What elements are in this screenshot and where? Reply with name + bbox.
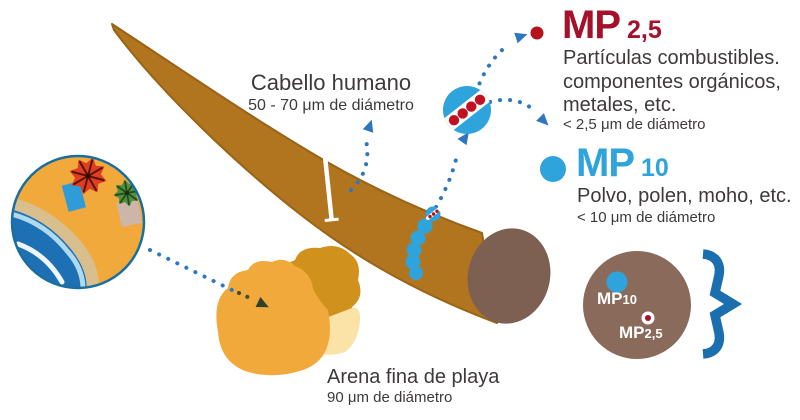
- mp25-abbr: MP: [562, 3, 621, 47]
- mp10-size: 10: [641, 154, 669, 182]
- red-umbrella-icon: [69, 157, 107, 195]
- curly-brace-icon: [702, 249, 743, 359]
- comparison-circle: [583, 251, 691, 359]
- arrowhead: [362, 119, 374, 133]
- hair-cross-section: [467, 228, 551, 324]
- hair-title: Cabello humano: [250, 70, 412, 95]
- beach-circle-outline: [10, 154, 146, 290]
- mp10-bullet-icon: [540, 156, 566, 182]
- hair-diameter-mark: [316, 146, 339, 223]
- arrowhead: [457, 132, 469, 146]
- mp25-specks-mini: [426, 208, 440, 220]
- mp25-size: 2,5: [627, 16, 662, 44]
- blue-towel: [61, 181, 87, 212]
- hair-subtitle: 50 - 70 μm de diámetro: [248, 97, 414, 114]
- hair-shaft: [111, 23, 498, 324]
- dotted-arrow-beach-to-sand: [148, 248, 269, 308]
- sand-grain-front: [216, 259, 330, 376]
- mp25-diameter: < 2,5 μm de diámetro: [563, 116, 706, 133]
- comparison-mp25-label: MP2,5: [619, 324, 663, 342]
- sand-grain-illustration: [216, 246, 361, 376]
- mp25-particles: [448, 94, 486, 126]
- beach-towel: [116, 198, 143, 228]
- comparison-mp10-dot: [606, 271, 628, 293]
- dotted-arrow-magnifier-to-mp25: [474, 32, 528, 95]
- arrowhead: [255, 297, 269, 308]
- arrowhead: [514, 32, 528, 44]
- mp25-description: Partículas combustibles. componentes org…: [563, 47, 781, 118]
- dotted-arrow-hair-to-label: [349, 119, 374, 192]
- wave-white-swoosh: [15, 241, 65, 285]
- mp25-desc-line1: Partículas combustibles.: [563, 47, 780, 69]
- comparison-mp10-sub: 10: [622, 292, 637, 307]
- dotted-arrow-magnifier-to-mp10: [488, 97, 549, 126]
- mp10-particle-chain: [405, 206, 441, 280]
- hair-label: Cabello humano 50 - 70 μm de diámetro: [225, 70, 437, 115]
- mp25-bullet-icon: [530, 26, 544, 40]
- comparison-mp10-abbr: MP: [597, 289, 623, 308]
- comparison-mp25-abbr: MP: [619, 323, 645, 342]
- mp10-abbr: MP: [576, 141, 635, 185]
- wave-light-band: [12, 209, 86, 288]
- mp10-diameter: < 10 μm de diámetro: [577, 209, 716, 226]
- dotted-arrow-hair-to-magnifier: [434, 132, 469, 209]
- comparison-mp10-label: MP10: [597, 290, 637, 308]
- sand-subtitle: 90 μm de diámetro: [327, 389, 453, 406]
- mp25-desc-line2: componentes orgánicos,: [563, 70, 781, 93]
- magnified-particle-circle: [443, 86, 491, 134]
- arrowhead: [536, 113, 549, 126]
- comparison-mp25-sub: 2,5: [644, 326, 663, 341]
- sand-title: Arena fina de playa: [327, 366, 500, 388]
- beach-scene-icon: [10, 154, 146, 290]
- mp10-description: Polvo, polen, moho, etc.: [577, 185, 792, 207]
- mp25-desc-line3: metales, etc.: [563, 94, 677, 116]
- sand-label: Arena fina de playa 90 μm de diámetro: [327, 366, 499, 407]
- hair-illustration: [111, 23, 551, 324]
